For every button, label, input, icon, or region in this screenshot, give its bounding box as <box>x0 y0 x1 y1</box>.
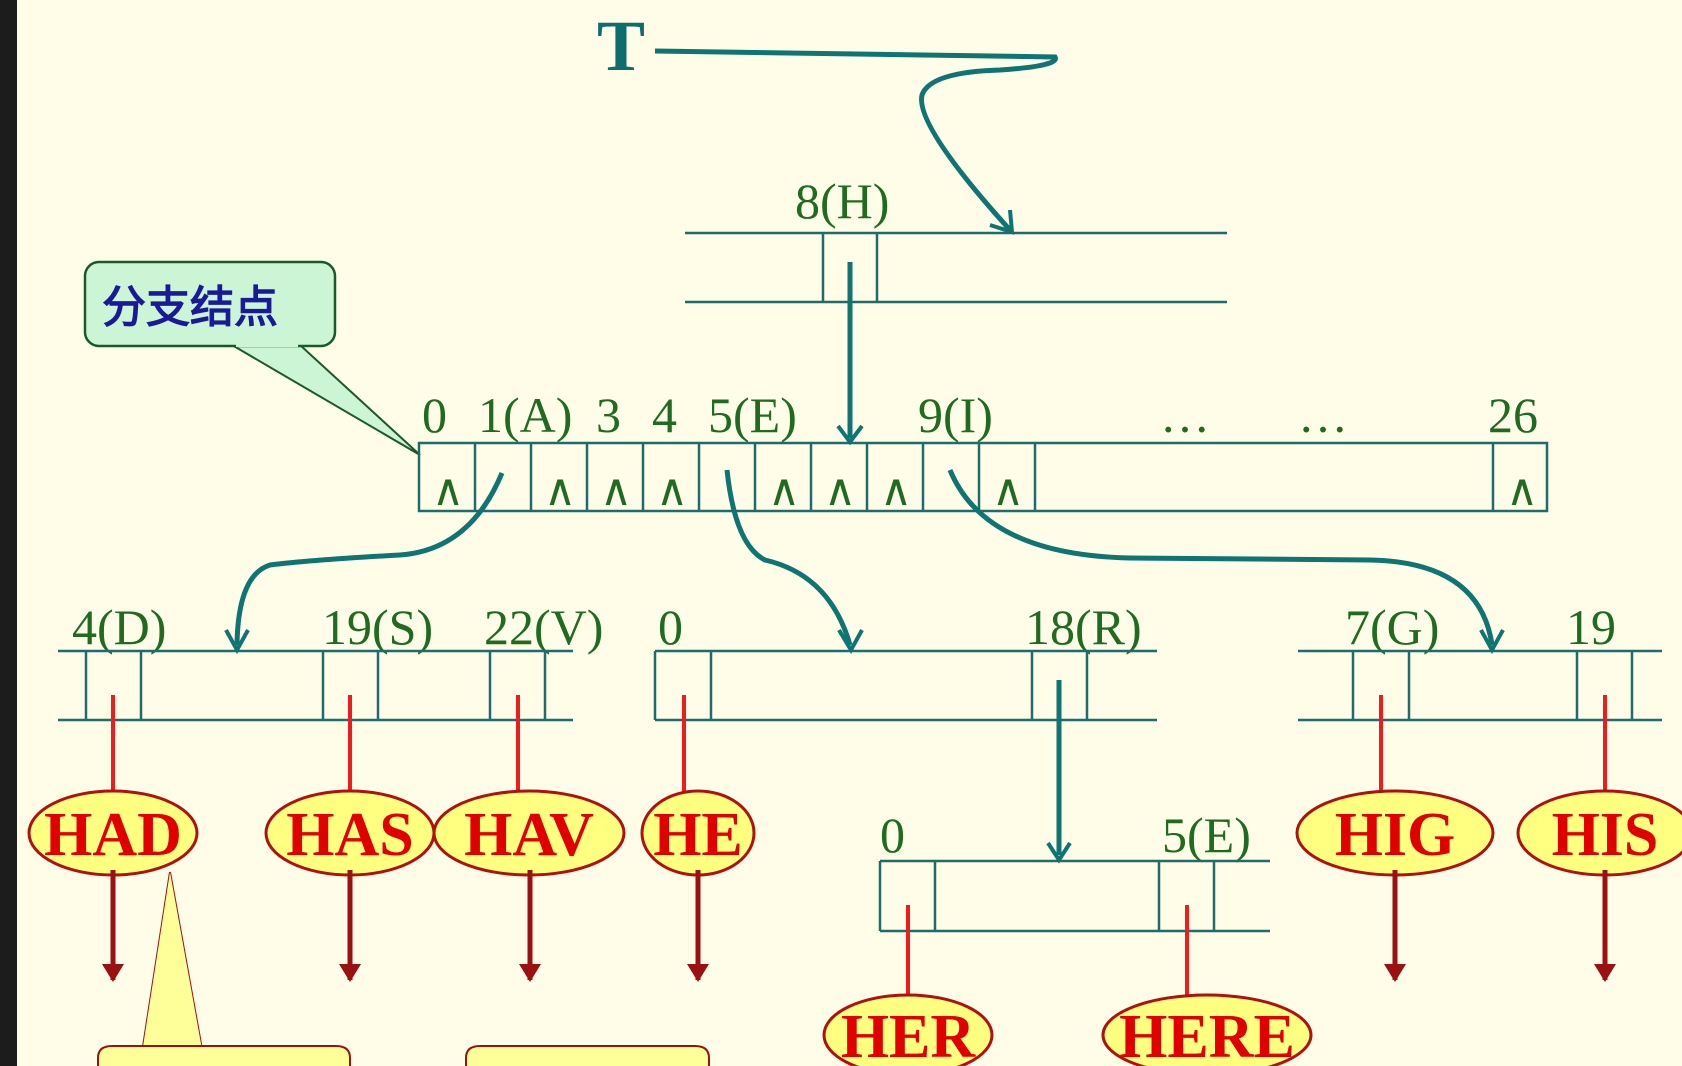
null-3: ∧ <box>600 465 632 516</box>
node-her-label-e: 5(E) <box>1162 807 1251 863</box>
link-i <box>947 469 1495 646</box>
branch-node: 0 1(A) 3 4 5(E) 9(I) … … 26 ∧ ∧ ∧ ∧ ∧ ∧ … <box>417 387 1549 516</box>
word-her: HER <box>822 993 994 1066</box>
word-has-text: HAS <box>286 801 413 869</box>
node-ha-label-d: 4(D) <box>72 599 166 655</box>
word-here: HERE <box>1101 993 1313 1066</box>
null-2: ∧ <box>544 465 576 516</box>
branch-label-i: 9(I) <box>918 387 993 443</box>
null-8: ∧ <box>880 465 912 516</box>
branch-label-0: 0 <box>422 387 447 443</box>
node-ha-label-v: 22(V) <box>484 599 603 655</box>
word-he-text: HE <box>653 801 743 869</box>
callout-branch-node: 分支结点 <box>83 260 421 456</box>
node-ha: 4(D) 19(S) 22(V) <box>58 599 603 722</box>
word-he: HE <box>640 789 756 877</box>
node-hi-label-g: 7(G) <box>1345 599 1439 655</box>
node-he: 0 18(R) <box>653 599 1157 864</box>
bottom-callout-box-2 <box>465 1045 710 1066</box>
node-he-label-0: 0 <box>658 599 683 655</box>
link-e <box>724 469 853 646</box>
word-had: HAD <box>27 789 199 877</box>
node-h-label: 8(H) <box>795 173 889 229</box>
branch-label-26: 26 <box>1488 387 1538 443</box>
root-pointer-arrow <box>654 48 1058 232</box>
word-his-text: HIS <box>1552 801 1659 869</box>
node-he-label-r: 18(R) <box>1025 599 1142 655</box>
word-her-text: HER <box>841 1003 977 1066</box>
window-left-edge <box>0 0 17 1066</box>
branch-label-4: 4 <box>652 387 677 443</box>
null-10: ∧ <box>992 465 1024 516</box>
node-hi: 7(G) 19 <box>1298 599 1662 722</box>
node-her-label-0: 0 <box>880 807 905 863</box>
branch-ellipsis-2: … <box>1298 387 1348 443</box>
word-hav-text: HAV <box>464 801 594 869</box>
word-had-text: HAD <box>44 801 182 869</box>
branch-label-e: 5(E) <box>708 387 797 443</box>
node-her: 0 5(E) <box>878 807 1270 933</box>
root-pointer-label: T <box>597 6 645 86</box>
bottom-callout-box-1 <box>97 1045 351 1066</box>
null-7: ∧ <box>824 465 856 516</box>
word-has: HAS <box>264 789 436 877</box>
callout-text: 分支结点 <box>102 282 278 333</box>
word-his: HIS <box>1516 789 1682 877</box>
branch-ellipsis-1: … <box>1160 387 1210 443</box>
null-4: ∧ <box>656 465 688 516</box>
null-6: ∧ <box>768 465 800 516</box>
branch-label-3: 3 <box>596 387 621 443</box>
null-26: ∧ <box>1506 465 1538 516</box>
word-hig: HIG <box>1295 789 1495 877</box>
branch-label-a: 1(A) <box>478 387 572 443</box>
word-here-text: HERE <box>1119 1003 1295 1066</box>
node-ha-label-s: 19(S) <box>322 599 433 655</box>
link-a <box>234 472 505 646</box>
word-hig-text: HIG <box>1335 801 1456 869</box>
null-0: ∧ <box>432 465 464 516</box>
node-h: 8(H) <box>685 173 1227 446</box>
node-hi-label-19: 19 <box>1566 599 1616 655</box>
word-hav: HAV <box>432 789 626 877</box>
